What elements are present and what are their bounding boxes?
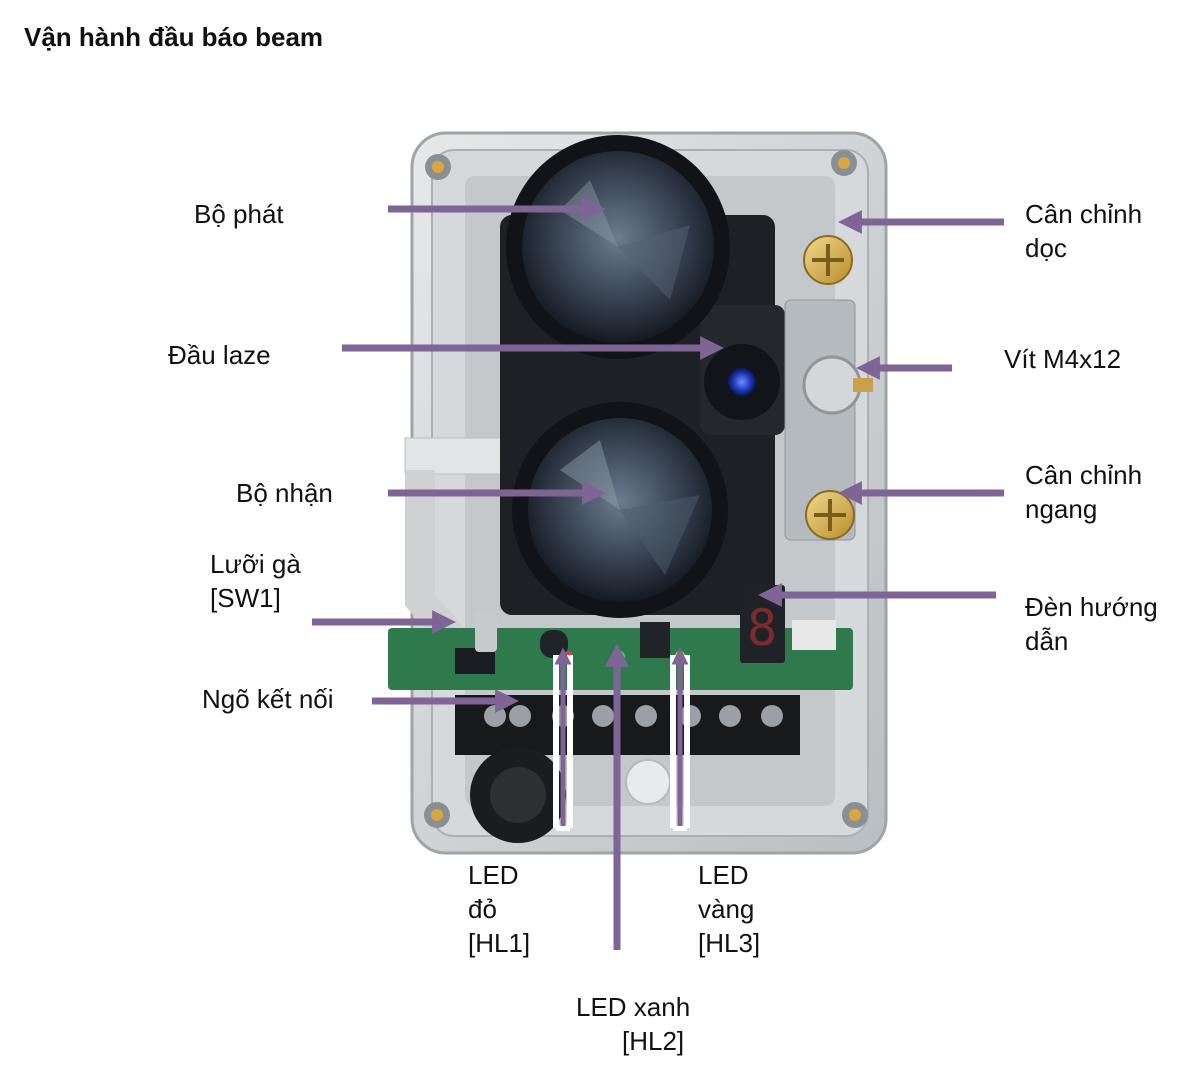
horizontal-adjust-screw-icon — [805, 490, 855, 540]
corner-screw-icons — [424, 150, 868, 828]
label-led-do: LED đỏ [HL1] — [468, 860, 531, 958]
label-vit: Vít M4x12 — [1004, 344, 1122, 374]
label-led-vang: LED vàng [HL3] — [698, 860, 761, 958]
cable-gland — [470, 747, 671, 843]
callout-arrows — [312, 197, 1004, 950]
label-bo-phat: Bộ phát — [194, 199, 284, 229]
page-title: Vận hành đầu báo beam — [24, 22, 324, 52]
laser-head — [704, 344, 780, 420]
label-led-xanh: LED xanh [HL2] — [576, 992, 691, 1056]
label-can-chinh-ngang: Cân chỉnh ngang — [1025, 460, 1143, 524]
vertical-adjust-screw-icon — [803, 235, 853, 285]
adjust-bracket — [784, 299, 873, 541]
svg-text:8: 8 — [747, 599, 777, 657]
label-bo-nhan: Bộ nhận — [236, 478, 333, 508]
receiver-lens — [512, 402, 728, 618]
label-den-huong-dan: Đèn hướng dẫn — [1025, 592, 1158, 656]
label-can-chinh-doc: Cân chỉnh dọc — [1025, 199, 1143, 263]
label-luoi-ga: Lưỡi gà [SW1] — [210, 549, 301, 613]
label-ngo-ket-noi: Ngõ kết nối — [202, 684, 334, 714]
label-dau-laze: Đầu laze — [168, 340, 271, 370]
led-callout-arrows — [553, 647, 690, 831]
transmitter-lens — [506, 135, 730, 359]
